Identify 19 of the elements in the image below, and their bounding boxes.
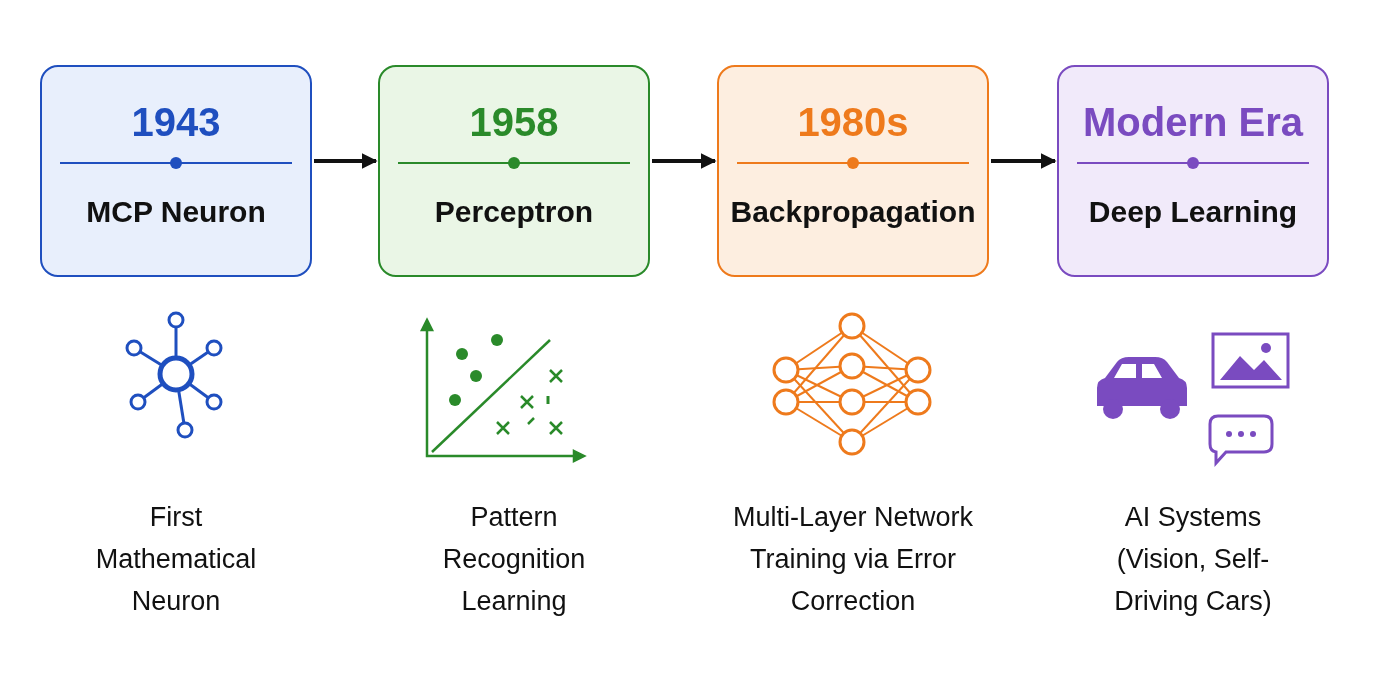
arrow [314,153,378,169]
era-label: 1958 [468,99,560,145]
era-label: Modern Era [1081,99,1305,145]
stage-card [40,65,312,277]
arrow [991,153,1057,169]
milestone-title: Backpropagation [729,194,977,230]
stage-card [378,65,650,277]
arrow [652,153,717,169]
description: First Mathematical Neuron [94,501,258,618]
description: Pattern Recognition Learning [441,501,587,618]
milestone-title: Deep Learning [1087,194,1299,230]
description: AI Systems (Vision, Self-Driving Cars) [1113,501,1273,618]
era-label: 1943 [130,99,222,145]
milestone-title: MCP Neuron [85,194,267,230]
stage-card [1057,65,1329,277]
stage-card [717,65,989,277]
era-label: 1980s [796,99,910,145]
milestone-title: Perceptron [433,194,595,230]
description: Multi-Layer Network Training via Error Correction [731,501,975,618]
